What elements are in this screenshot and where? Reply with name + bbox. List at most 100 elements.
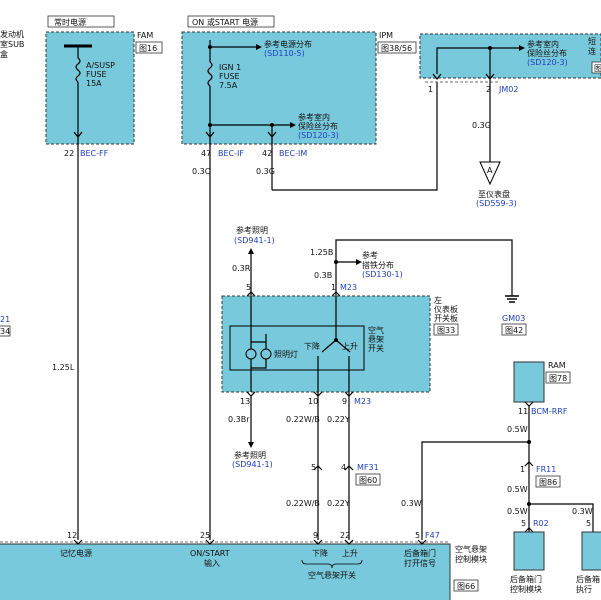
fr11-ref: 图86 (539, 478, 557, 487)
ref-power-dist: 参考电源分布 (264, 39, 312, 49)
connector-12-chevron (73, 539, 83, 545)
wire-label-0-22wb-a: 0.22W/B (286, 415, 320, 424)
connector-10-chevron (313, 391, 323, 397)
pin-1: 1 (428, 85, 433, 94)
pin-9b: 9 (313, 531, 318, 540)
to-cluster-code: (SD559-3) (476, 199, 517, 208)
trunk-exec-box (581, 531, 601, 571)
module-ref: 图66 (457, 582, 475, 591)
junction-dot (488, 46, 492, 50)
fb3-right-1: 短 (588, 36, 596, 46)
wire-label-1-25b: 1.25B (310, 248, 333, 257)
fuse-asusp-3: 15A (86, 79, 102, 88)
arrow-indoor-fuse (290, 122, 296, 128)
connector-9-chevron (344, 391, 354, 397)
ref-power-dist-code: (SD110-5) (264, 49, 305, 58)
wire-label-0-22y-b: 0.22Y (327, 499, 350, 508)
partial-label-21: 21 (0, 315, 10, 324)
pin-11: 11 (518, 407, 528, 416)
fb3-right-2: 连 (588, 46, 596, 56)
junction-dot (527, 440, 531, 444)
trunk-open-1: 后备箱门 (404, 548, 436, 558)
down-b: 下降 (312, 548, 328, 558)
switch-panel-ref: 图33 (437, 326, 455, 335)
air-susp-switch-b: 空气悬架开关 (308, 570, 356, 580)
fb3-ref-box (591, 61, 601, 74)
connector-2-chevron (485, 73, 495, 80)
down-label: 下降 (304, 341, 320, 351)
trunk-exec-2: 执行 (576, 584, 592, 594)
pin-5d: 5 (586, 519, 591, 528)
ipm-title-box (187, 15, 275, 28)
wire-1-25b (335, 239, 513, 296)
trunk-open-2: 打开信号 (404, 558, 436, 568)
trunk-exec-1: 后备箱 (576, 574, 600, 584)
wire-label-0-3g-b: 0.3G (256, 167, 275, 176)
f47: F47 (425, 531, 440, 540)
wire-label-0-3br: 0.3Br (228, 415, 250, 424)
connector-11-chevron (524, 401, 534, 407)
ref-ground-2: 搭铁分布 (362, 260, 394, 270)
arrow-illum-top (248, 248, 254, 254)
junction-dot (208, 123, 212, 127)
connector-22b-chevron (344, 539, 354, 545)
connector-mf31-a (313, 465, 323, 471)
wire-0-3w-b (529, 503, 594, 532)
wire-label-0-5w-b: 0.5W (507, 485, 528, 494)
ref-indoor-2-code: (SD120-3) (527, 58, 568, 67)
trunk-ctrl-2: 控制模块 (510, 584, 542, 594)
pin-5: 5 (246, 283, 251, 292)
fr11: FR11 (536, 465, 556, 474)
switch-brace (301, 559, 363, 569)
to-cluster: 至仪表盘 (478, 189, 510, 199)
air-susp-1: 空气 (368, 325, 384, 335)
ram-box (513, 361, 545, 403)
gm03-ref-box (501, 323, 527, 336)
wire-label-0-22wb-b: 0.22W/B (286, 499, 320, 508)
wire-0-3w-a (421, 441, 499, 540)
fuse-box-3 (419, 33, 601, 79)
pin-5c: 5 (521, 519, 526, 528)
junction-dot (527, 502, 531, 506)
ram-ref: 图78 (549, 374, 567, 383)
partial-label-3: 盒 (0, 49, 8, 59)
fam-ref: 图16 (139, 44, 157, 53)
bec-im: BEC-IM (279, 149, 307, 158)
ref-indoor-1a: 参考室内 (298, 112, 330, 122)
jm02: JM02 (498, 85, 518, 94)
fam-fuse-box (45, 31, 135, 145)
pin-13: 13 (240, 397, 250, 406)
pin-1b: 1 (331, 283, 336, 292)
connector-1-chevron (432, 73, 442, 80)
connector-13-chevron (246, 391, 256, 397)
up-b: 上升 (342, 549, 358, 558)
connector-42-chevron (267, 131, 277, 138)
switch-panel-2: 仪表板 (434, 304, 458, 314)
pin-42: 42 (262, 149, 272, 158)
switch-panel-1: 左 (434, 295, 442, 305)
pin-22: 22 (64, 149, 74, 158)
connector-9b-chevron (313, 539, 323, 545)
wire-label-0-3b: 0.3B (314, 271, 332, 280)
arrow-indoor-fuse-2 (519, 45, 525, 51)
gm03: GM03 (502, 314, 525, 323)
ref-indoor-2a: 参考室内 (527, 39, 559, 49)
on-start-2: 输入 (204, 558, 220, 568)
wire-to-fusebox3 (272, 82, 438, 191)
fam-ref-box (135, 41, 163, 54)
gm03-ref: 图42 (505, 326, 523, 335)
mf31: MF31 (357, 463, 379, 472)
pin-5b: 5 (311, 463, 316, 472)
pin-1c: 1 (520, 465, 525, 474)
wire-label-0-3o: 0.3O (192, 167, 211, 176)
mf31-ref-box (355, 473, 381, 486)
ipm-ref: 图38/56 (381, 44, 412, 53)
module-name-2: 控制模块 (455, 554, 487, 564)
fb3-ref: 图 (594, 64, 601, 73)
ram-ref-box (545, 371, 571, 384)
connector-fr11-chevron (524, 461, 534, 467)
junction-dot (334, 260, 338, 264)
on-start-1: ON/START (190, 549, 230, 558)
connector-5-chevron (246, 291, 256, 297)
